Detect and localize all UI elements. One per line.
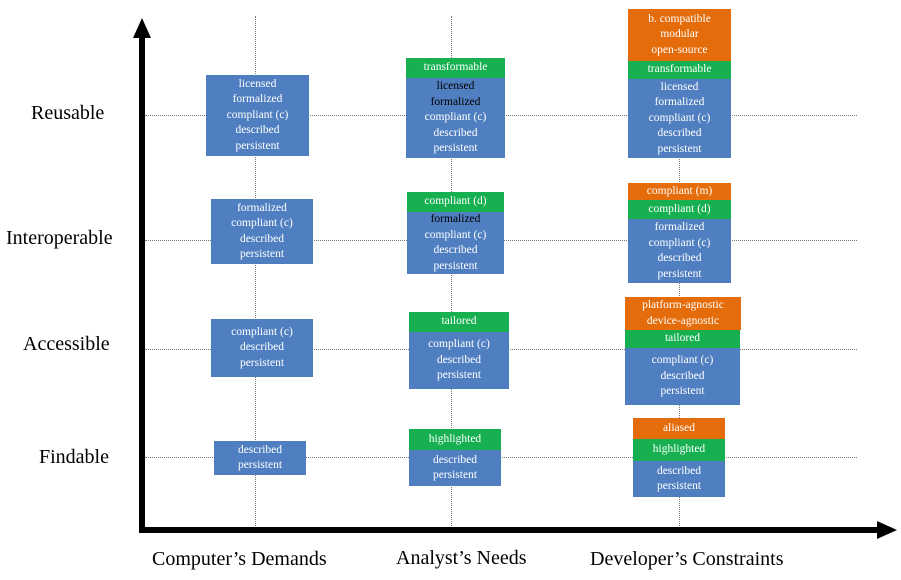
y-axis [139,36,145,532]
cell-text: modular [660,28,699,41]
cell-text: formalized [430,95,481,108]
cell-text: licensed [238,77,277,90]
developer-accessible-orange-box: platform-agnostic device-agnostic [625,297,741,330]
analyst-reusable-box: licensed formalized compliant (c) descri… [406,78,505,158]
row-label-interoperable: Interoperable [6,227,113,249]
cell-text: persistent [237,459,283,471]
cell-text: transformable [647,63,712,76]
cell-text: described [657,127,702,140]
cell-text: persistent [239,356,285,369]
analyst-accessible-green-box: tailored [409,312,509,332]
cell-text: described [235,124,280,137]
cell-text: licensed [436,80,475,93]
cell-text: formalized [654,221,705,233]
analyst-findable-box: described persistent [409,450,501,486]
col-label-computer: Computer’s Demands [152,548,327,570]
cell-text: formalized [232,93,283,106]
developer-reusable-green-box: transformable [628,61,731,79]
row-label-accessible: Accessible [23,333,110,355]
cell-text: described [237,443,283,456]
cell-text: formalized [237,201,287,214]
analyst-interoperable-box: formalized compliant (c) described persi… [407,212,504,274]
y-axis-arrow [133,18,151,38]
cell-text: compliant (c) [651,354,714,367]
cell-text: persistent [656,480,702,492]
cell-text: compliant (d) [424,195,487,208]
cell-text: persistent [657,267,702,280]
cell-text: described [657,252,702,264]
cell-text: device-agnostic [646,314,720,327]
row-label-reusable: Reusable [31,102,105,124]
x-axis [139,527,879,533]
developer-accessible-box: compliant (c) described persistent [625,348,740,405]
cell-text: open-source [651,43,708,56]
cell-text: compliant (d) [648,202,711,215]
cell-text: described [239,232,285,245]
cell-text: tailored [441,315,477,328]
computer-accessible-box: compliant (c) described persistent [211,319,313,377]
cell-text: persistent [436,369,482,382]
guide-computer [255,16,256,528]
row-label-findable: Findable [39,446,109,468]
cell-text: highlighted [428,432,482,445]
computer-reusable-box: licensed formalized compliant (c) descri… [206,75,309,156]
cell-text: described [432,453,478,466]
cell-text: persistent [433,142,478,155]
developer-interoperable-box: formalized compliant (c) described persi… [628,219,731,283]
developer-findable-box: described persistent [633,461,725,497]
cell-text: platform-agnostic [642,299,724,311]
cell-text: transformable [423,61,488,74]
analyst-findable-green-box: highlighted [409,429,501,450]
developer-findable-orange-box: aliased [633,418,725,439]
developer-interoperable-green-box: compliant (d) [628,200,731,219]
cell-text: formalized [654,96,705,109]
cell-text: persistent [235,139,280,152]
cell-text: persistent [239,248,285,260]
cell-text: formalized [430,213,481,225]
developer-interoperable-orange-box: compliant (m) [628,183,731,200]
cell-text: compliant (c) [648,236,711,249]
cell-text: persistent [433,259,478,272]
cell-text: persistent [657,142,702,155]
cell-text: compliant (c) [424,111,487,124]
developer-findable-green-box: highlighted [633,439,725,461]
x-axis-arrow [877,521,897,539]
cell-text: described [433,244,478,256]
developer-reusable-box: licensed formalized compliant (c) descri… [628,79,731,158]
computer-interoperable-box: formalized compliant (c) described persi… [211,199,313,264]
developer-accessible-green-box: tailored [625,330,740,348]
cell-text: b. compatible [648,12,711,25]
cell-text: compliant (c) [231,217,293,229]
guide-findable [145,457,857,458]
cell-text: described [660,369,705,382]
cell-text: licensed [660,80,699,93]
cell-text: compliant (c) [231,325,293,338]
cell-text: compliant (m) [646,184,713,197]
cell-text: described [436,353,482,366]
col-label-analyst: Analyst’s Needs [396,547,527,569]
cell-text: described [433,126,478,139]
col-label-developer: Developer’s Constraints [590,548,784,570]
analyst-reusable-green-box: transformable [406,58,505,78]
analyst-interoperable-green-box: compliant (d) [407,192,504,212]
cell-text: compliant (c) [648,111,711,124]
analyst-accessible-box: compliant (c) described persistent [409,332,509,389]
cell-text: compliant (c) [226,108,289,121]
cell-text: aliased [663,421,695,434]
cell-text: compliant (c) [424,228,487,241]
cell-text: described [239,341,285,354]
cell-text: highlighted [652,443,706,456]
computer-findable-box: described persistent [214,441,306,475]
cell-text: described [656,464,702,477]
cell-text: persistent [432,469,478,481]
cell-text: persistent [660,385,705,398]
cell-text: tailored [664,332,701,345]
cell-text: compliant (c) [428,338,490,351]
developer-reusable-orange-box: b. compatible modular open-source [628,9,731,61]
